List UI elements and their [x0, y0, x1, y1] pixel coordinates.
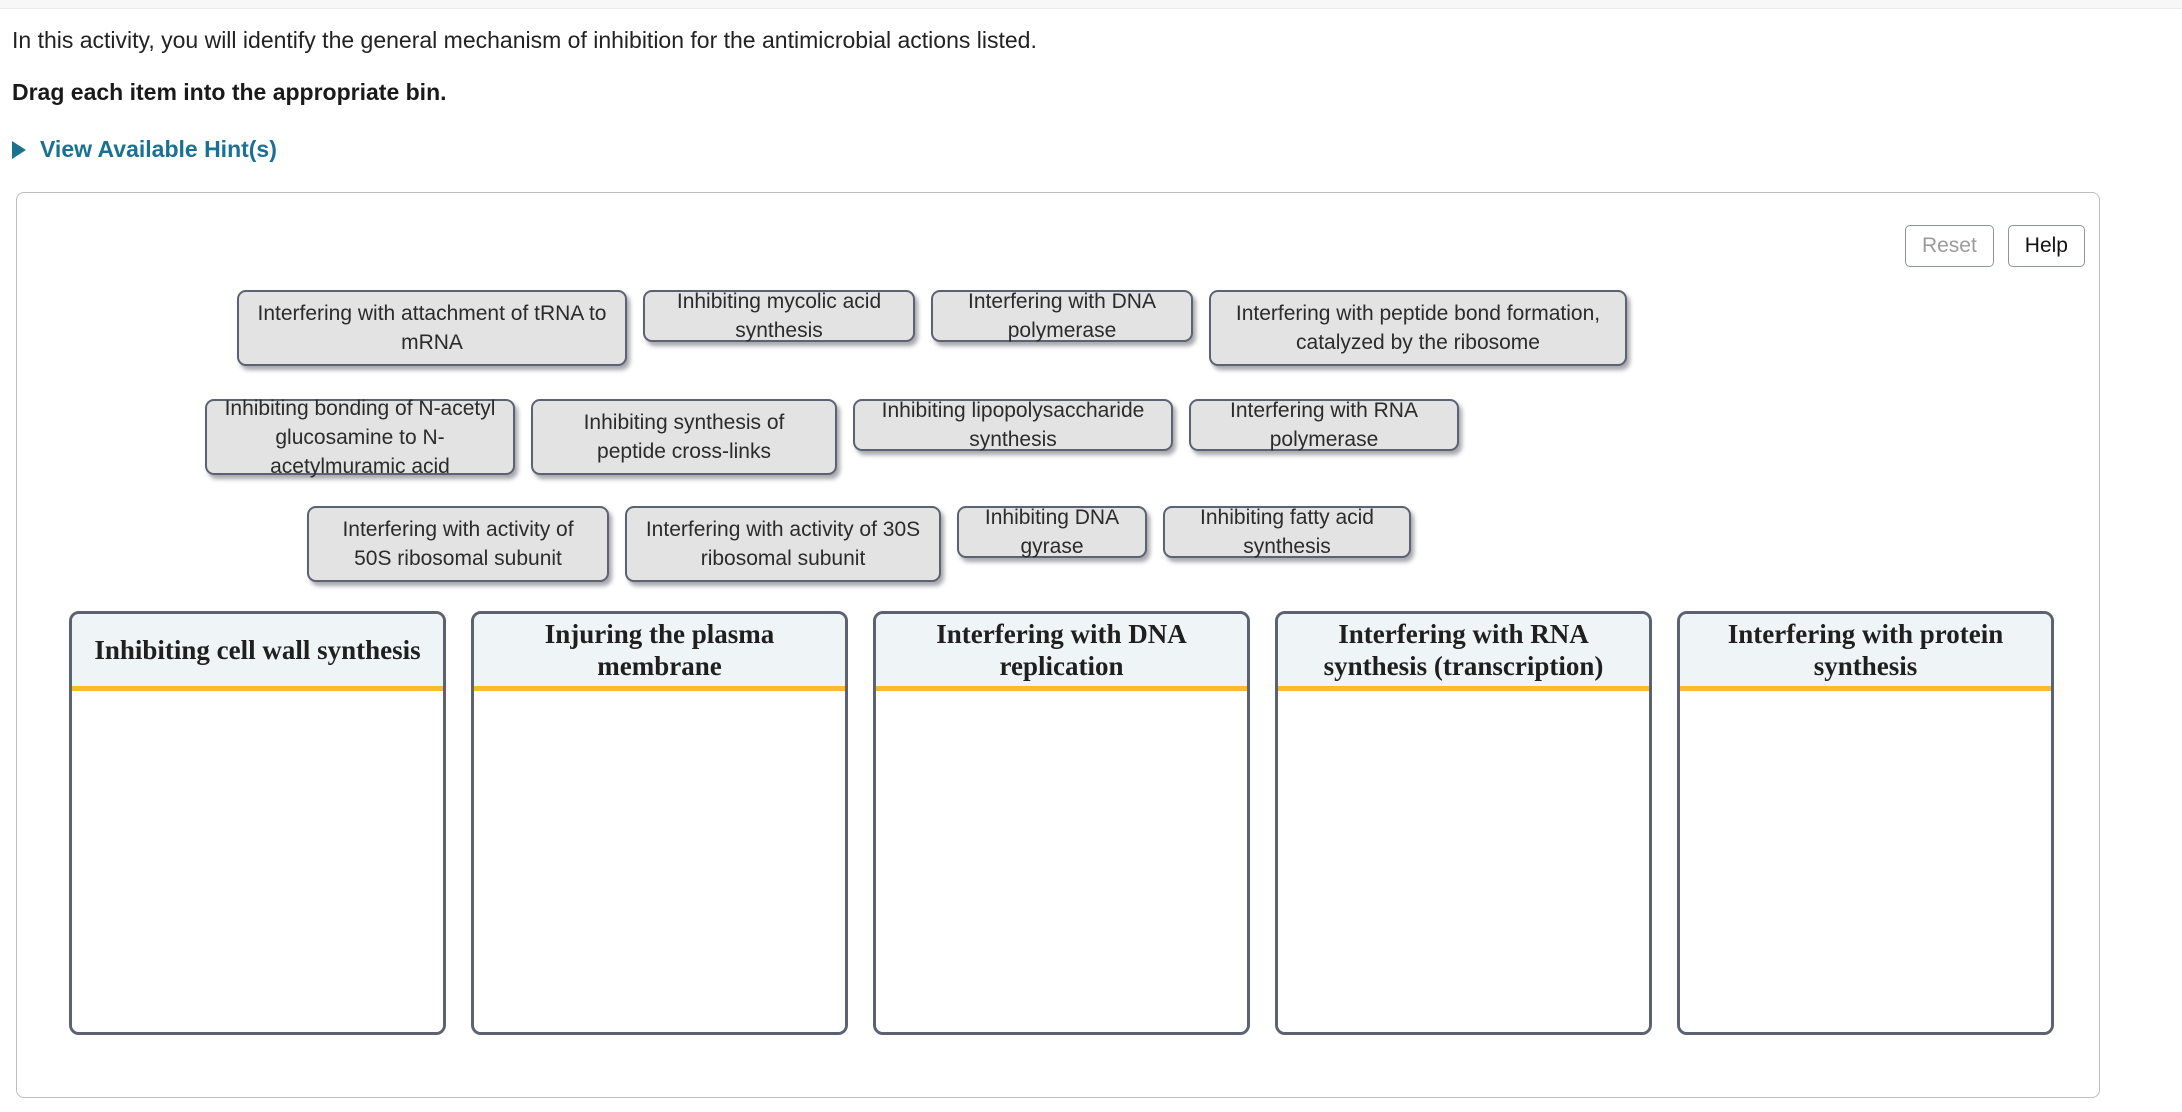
drop-bins-area: Inhibiting cell wall synthesis Injuring t…: [69, 611, 2054, 1035]
drop-bin[interactable]: Inhibiting cell wall synthesis: [69, 611, 446, 1035]
bin-title: Inhibiting cell wall synthesis: [72, 614, 443, 691]
bin-title: Injuring the plasma membrane: [474, 614, 845, 691]
view-hints-label: View Available Hint(s): [40, 136, 277, 162]
draggable-token[interactable]: Inhibiting fatty acid synthesis: [1163, 506, 1411, 558]
draggable-token[interactable]: Interfering with activity of 30S ribosom…: [625, 506, 941, 582]
bin-title: Interfering with protein synthesis: [1680, 614, 2051, 691]
draggable-token[interactable]: Inhibiting DNA gyrase: [957, 506, 1147, 558]
drop-bin[interactable]: Injuring the plasma membrane: [471, 611, 848, 1035]
draggable-token[interactable]: Interfering with peptide bond formation,…: [1209, 290, 1627, 366]
bin-drop-area[interactable]: [876, 691, 1247, 1032]
bin-title: Interfering with RNA synthesis (transcri…: [1278, 614, 1649, 691]
bin-drop-area[interactable]: [1680, 691, 2051, 1032]
bin-drop-area[interactable]: [72, 691, 443, 1032]
draggable-token[interactable]: Inhibiting bonding of N-acetyl glucosami…: [205, 397, 515, 478]
bin-drop-area[interactable]: [1278, 691, 1649, 1032]
page-top-divider: [0, 0, 2182, 9]
drag-instruction: Drag each item into the appropriate bin.: [12, 79, 447, 105]
bin-drop-area[interactable]: [474, 691, 845, 1032]
activity-panel: Reset Help Interfering with attachment o…: [16, 192, 2100, 1098]
draggable-token-area: Interfering with attachment of tRNA to m…: [17, 193, 2101, 613]
token-row: Interfering with activity of 50S ribosom…: [307, 506, 1411, 582]
token-row: Interfering with attachment of tRNA to m…: [237, 290, 1627, 366]
draggable-token[interactable]: Interfering with activity of 50S ribosom…: [307, 506, 609, 582]
bin-title: Interfering with DNA replication: [876, 614, 1247, 691]
view-hints-toggle[interactable]: View Available Hint(s): [12, 135, 277, 163]
triangle-right-icon: [12, 140, 26, 159]
drop-bin[interactable]: Interfering with DNA replication: [873, 611, 1250, 1035]
activity-description: In this activity, you will identify the …: [12, 27, 1037, 53]
drop-bin[interactable]: Interfering with protein synthesis: [1677, 611, 2054, 1035]
draggable-token[interactable]: Inhibiting synthesis of peptide cross-li…: [531, 399, 837, 475]
draggable-token[interactable]: Interfering with RNA polymerase: [1189, 399, 1459, 451]
draggable-token[interactable]: Inhibiting mycolic acid synthesis: [643, 290, 915, 342]
draggable-token[interactable]: Interfering with attachment of tRNA to m…: [237, 290, 627, 366]
drop-bin[interactable]: Interfering with RNA synthesis (transcri…: [1275, 611, 1652, 1035]
draggable-token[interactable]: Inhibiting lipopolysaccharide synthesis: [853, 399, 1173, 451]
reset-button[interactable]: Reset: [1904, 225, 1994, 267]
draggable-token[interactable]: Interfering with DNA polymerase: [931, 290, 1193, 342]
help-button[interactable]: Help: [2007, 225, 2085, 267]
token-row: Inhibiting bonding of N-acetyl glucosami…: [205, 397, 1459, 478]
panel-toolbar: Reset Help: [1904, 225, 2085, 267]
